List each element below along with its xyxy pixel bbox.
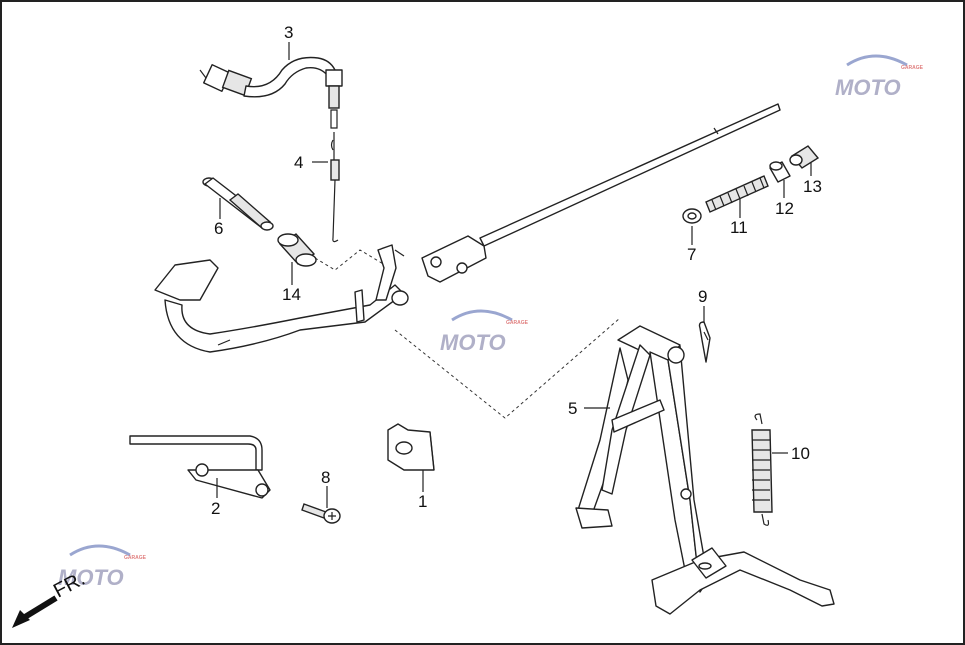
part-4-switch-spring [330, 132, 340, 243]
watermark-top-right: MOTO GARAGE [835, 54, 924, 100]
watermark-text: MOTO [58, 565, 124, 590]
part-2-bracket [129, 435, 271, 499]
assembly-line-14 [309, 249, 391, 271]
part-8-bolt [301, 503, 341, 524]
part-14-bushing [277, 233, 317, 267]
callout-6: 6 [214, 219, 223, 238]
part-9-cotter-pin [698, 321, 711, 363]
part-7-washer [682, 208, 702, 224]
part-1-stopper-plate [387, 423, 435, 471]
callout-3: 3 [284, 23, 293, 42]
watermark-text: MOTO [440, 330, 506, 355]
part-6-pivot-pin [202, 177, 274, 231]
callout-4: 4 [294, 153, 303, 172]
callout-1: 1 [418, 492, 427, 511]
callout-11: 11 [730, 218, 748, 237]
part-12-collar [769, 161, 791, 183]
callout-9: 9 [698, 287, 707, 306]
part-13-adjust-nut [789, 145, 820, 169]
watermark-subtext: GARAGE [124, 555, 147, 561]
assembly-line-stand [394, 317, 621, 419]
callout-numbers: 3 4 6 14 7 11 12 13 9 5 10 1 2 8 [211, 23, 822, 518]
callout-14: 14 [282, 285, 301, 304]
watermark-center: MOTO GARAGE [440, 309, 529, 355]
watermark-subtext: GARAGE [901, 65, 924, 71]
callout-13: 13 [803, 177, 822, 196]
part-11-rod-spring [705, 175, 769, 213]
part-brake-rod [421, 103, 781, 283]
leader-lines [216, 42, 812, 508]
callout-12: 12 [775, 199, 794, 218]
part-3-stand-switch [199, 56, 343, 129]
part-side-stand-arm [154, 244, 409, 353]
watermark-text: MOTO [835, 75, 901, 100]
part-5-main-stand [575, 325, 835, 615]
callout-10: 10 [791, 444, 810, 463]
watermark-subtext: GARAGE [506, 320, 529, 326]
callout-5: 5 [568, 399, 577, 418]
front-direction-indicator: FR. [12, 568, 89, 628]
callout-7: 7 [687, 245, 696, 264]
watermark-bottom-left: MOTO GARAGE [58, 544, 147, 590]
callout-8: 8 [321, 468, 330, 487]
callout-2: 2 [211, 499, 220, 518]
part-10-stand-spring [751, 413, 773, 526]
